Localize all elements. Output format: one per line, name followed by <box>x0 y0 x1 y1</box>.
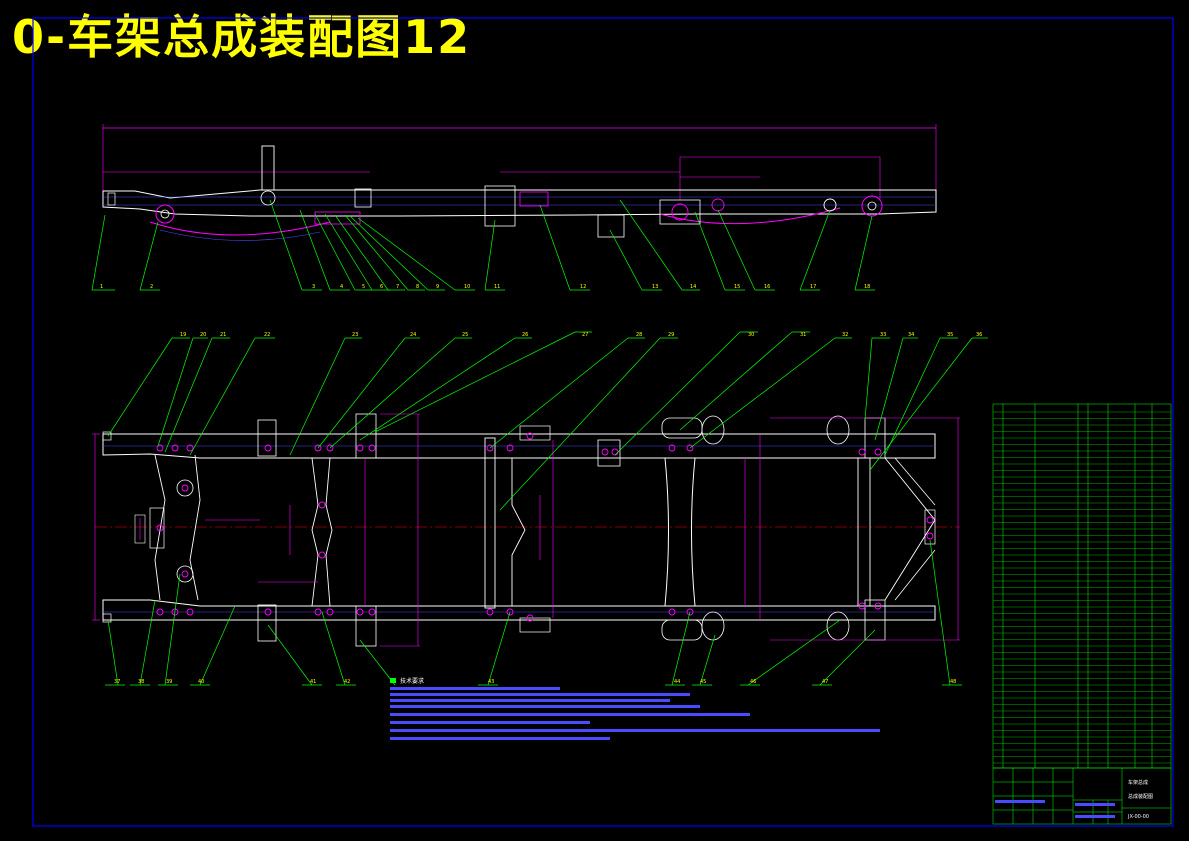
plan-bottom-callout-47: 47 <box>822 679 828 685</box>
plan-bottom-callout-41: 41 <box>310 679 316 685</box>
plan-bottom-callout-39: 39 <box>166 679 172 685</box>
side-callout-17: 17 <box>810 284 816 290</box>
plan-bottom-callout-48: 48 <box>950 679 956 685</box>
plan-top-callout-20: 20 <box>200 332 206 338</box>
side-callout-5: 5 <box>362 284 365 290</box>
plan-bottom-callout-40: 40 <box>198 679 204 685</box>
side-callout-7: 7 <box>396 284 399 290</box>
plan-top-callout-25: 25 <box>462 332 468 338</box>
plan-view-callouts: 19 20 21 22 23 24 25 26 27 28 29 30 31 32 33 34 35 36 37 38… <box>114 332 982 685</box>
side-view <box>91 124 937 291</box>
side-callout-12: 12 <box>580 284 586 290</box>
plan-top-callout-31: 31 <box>800 332 806 338</box>
technical-notes: 技术要求 <box>390 677 880 740</box>
plan-top-callout-30: 30 <box>748 332 754 338</box>
plan-top-callout-23: 23 <box>352 332 358 338</box>
plan-top-callout-29: 29 <box>668 332 674 338</box>
side-callout-18: 18 <box>864 284 870 290</box>
plan-top-callout-36: 36 <box>976 332 982 338</box>
side-callout-8: 8 <box>416 284 419 290</box>
plan-bottom-callout-42: 42 <box>344 679 350 685</box>
notes-heading: 技术要求 <box>400 677 424 685</box>
plan-top-callout-28: 28 <box>636 332 642 338</box>
plan-top-callout-34: 34 <box>908 332 914 338</box>
drawing-border <box>32 17 1174 827</box>
side-callout-6: 6 <box>380 284 383 290</box>
side-callout-10: 10 <box>464 284 470 290</box>
plan-view <box>92 331 988 686</box>
title-block-name: 车架总成 <box>1128 779 1148 786</box>
plan-bottom-callout-43: 43 <box>488 679 494 685</box>
plan-top-callout-32: 32 <box>842 332 848 338</box>
plan-top-callout-21: 21 <box>220 332 226 338</box>
drawing-title: 0-车架总成装配图12 <box>12 10 472 64</box>
side-callout-9: 9 <box>436 284 439 290</box>
parts-list-rows <box>993 411 1171 764</box>
side-callout-13: 13 <box>652 284 658 290</box>
title-block <box>992 767 1172 825</box>
plan-top-callout-19: 19 <box>180 332 186 338</box>
notes-marker-icon <box>390 678 396 683</box>
side-callout-3: 3 <box>312 284 315 290</box>
plan-bottom-callout-46: 46 <box>750 679 756 685</box>
side-callout-4: 4 <box>340 284 343 290</box>
plan-bottom-callout-45: 45 <box>700 679 706 685</box>
title-block-drawing: 总成装配图 <box>1128 793 1153 800</box>
plan-top-callout-33: 33 <box>880 332 886 338</box>
side-callout-1: 1 <box>100 284 103 290</box>
plan-top-callout-26: 26 <box>522 332 528 338</box>
side-callout-15: 15 <box>734 284 740 290</box>
plan-top-callout-24: 24 <box>410 332 416 338</box>
plan-bottom-callout-38: 38 <box>138 679 144 685</box>
side-callout-14: 14 <box>690 284 696 290</box>
side-callout-16: 16 <box>764 284 770 290</box>
plan-bottom-callout-37: 37 <box>114 679 120 685</box>
parts-list-table <box>992 403 1172 769</box>
side-callout-11: 11 <box>494 284 500 290</box>
plan-top-callout-22: 22 <box>264 332 270 338</box>
plan-top-callout-27: 27 <box>582 332 588 338</box>
plan-bottom-callout-44: 44 <box>674 679 680 685</box>
plan-top-callout-35: 35 <box>947 332 953 338</box>
title-block-code: JX-00-00 <box>1127 814 1149 820</box>
side-callout-2: 2 <box>150 284 153 290</box>
